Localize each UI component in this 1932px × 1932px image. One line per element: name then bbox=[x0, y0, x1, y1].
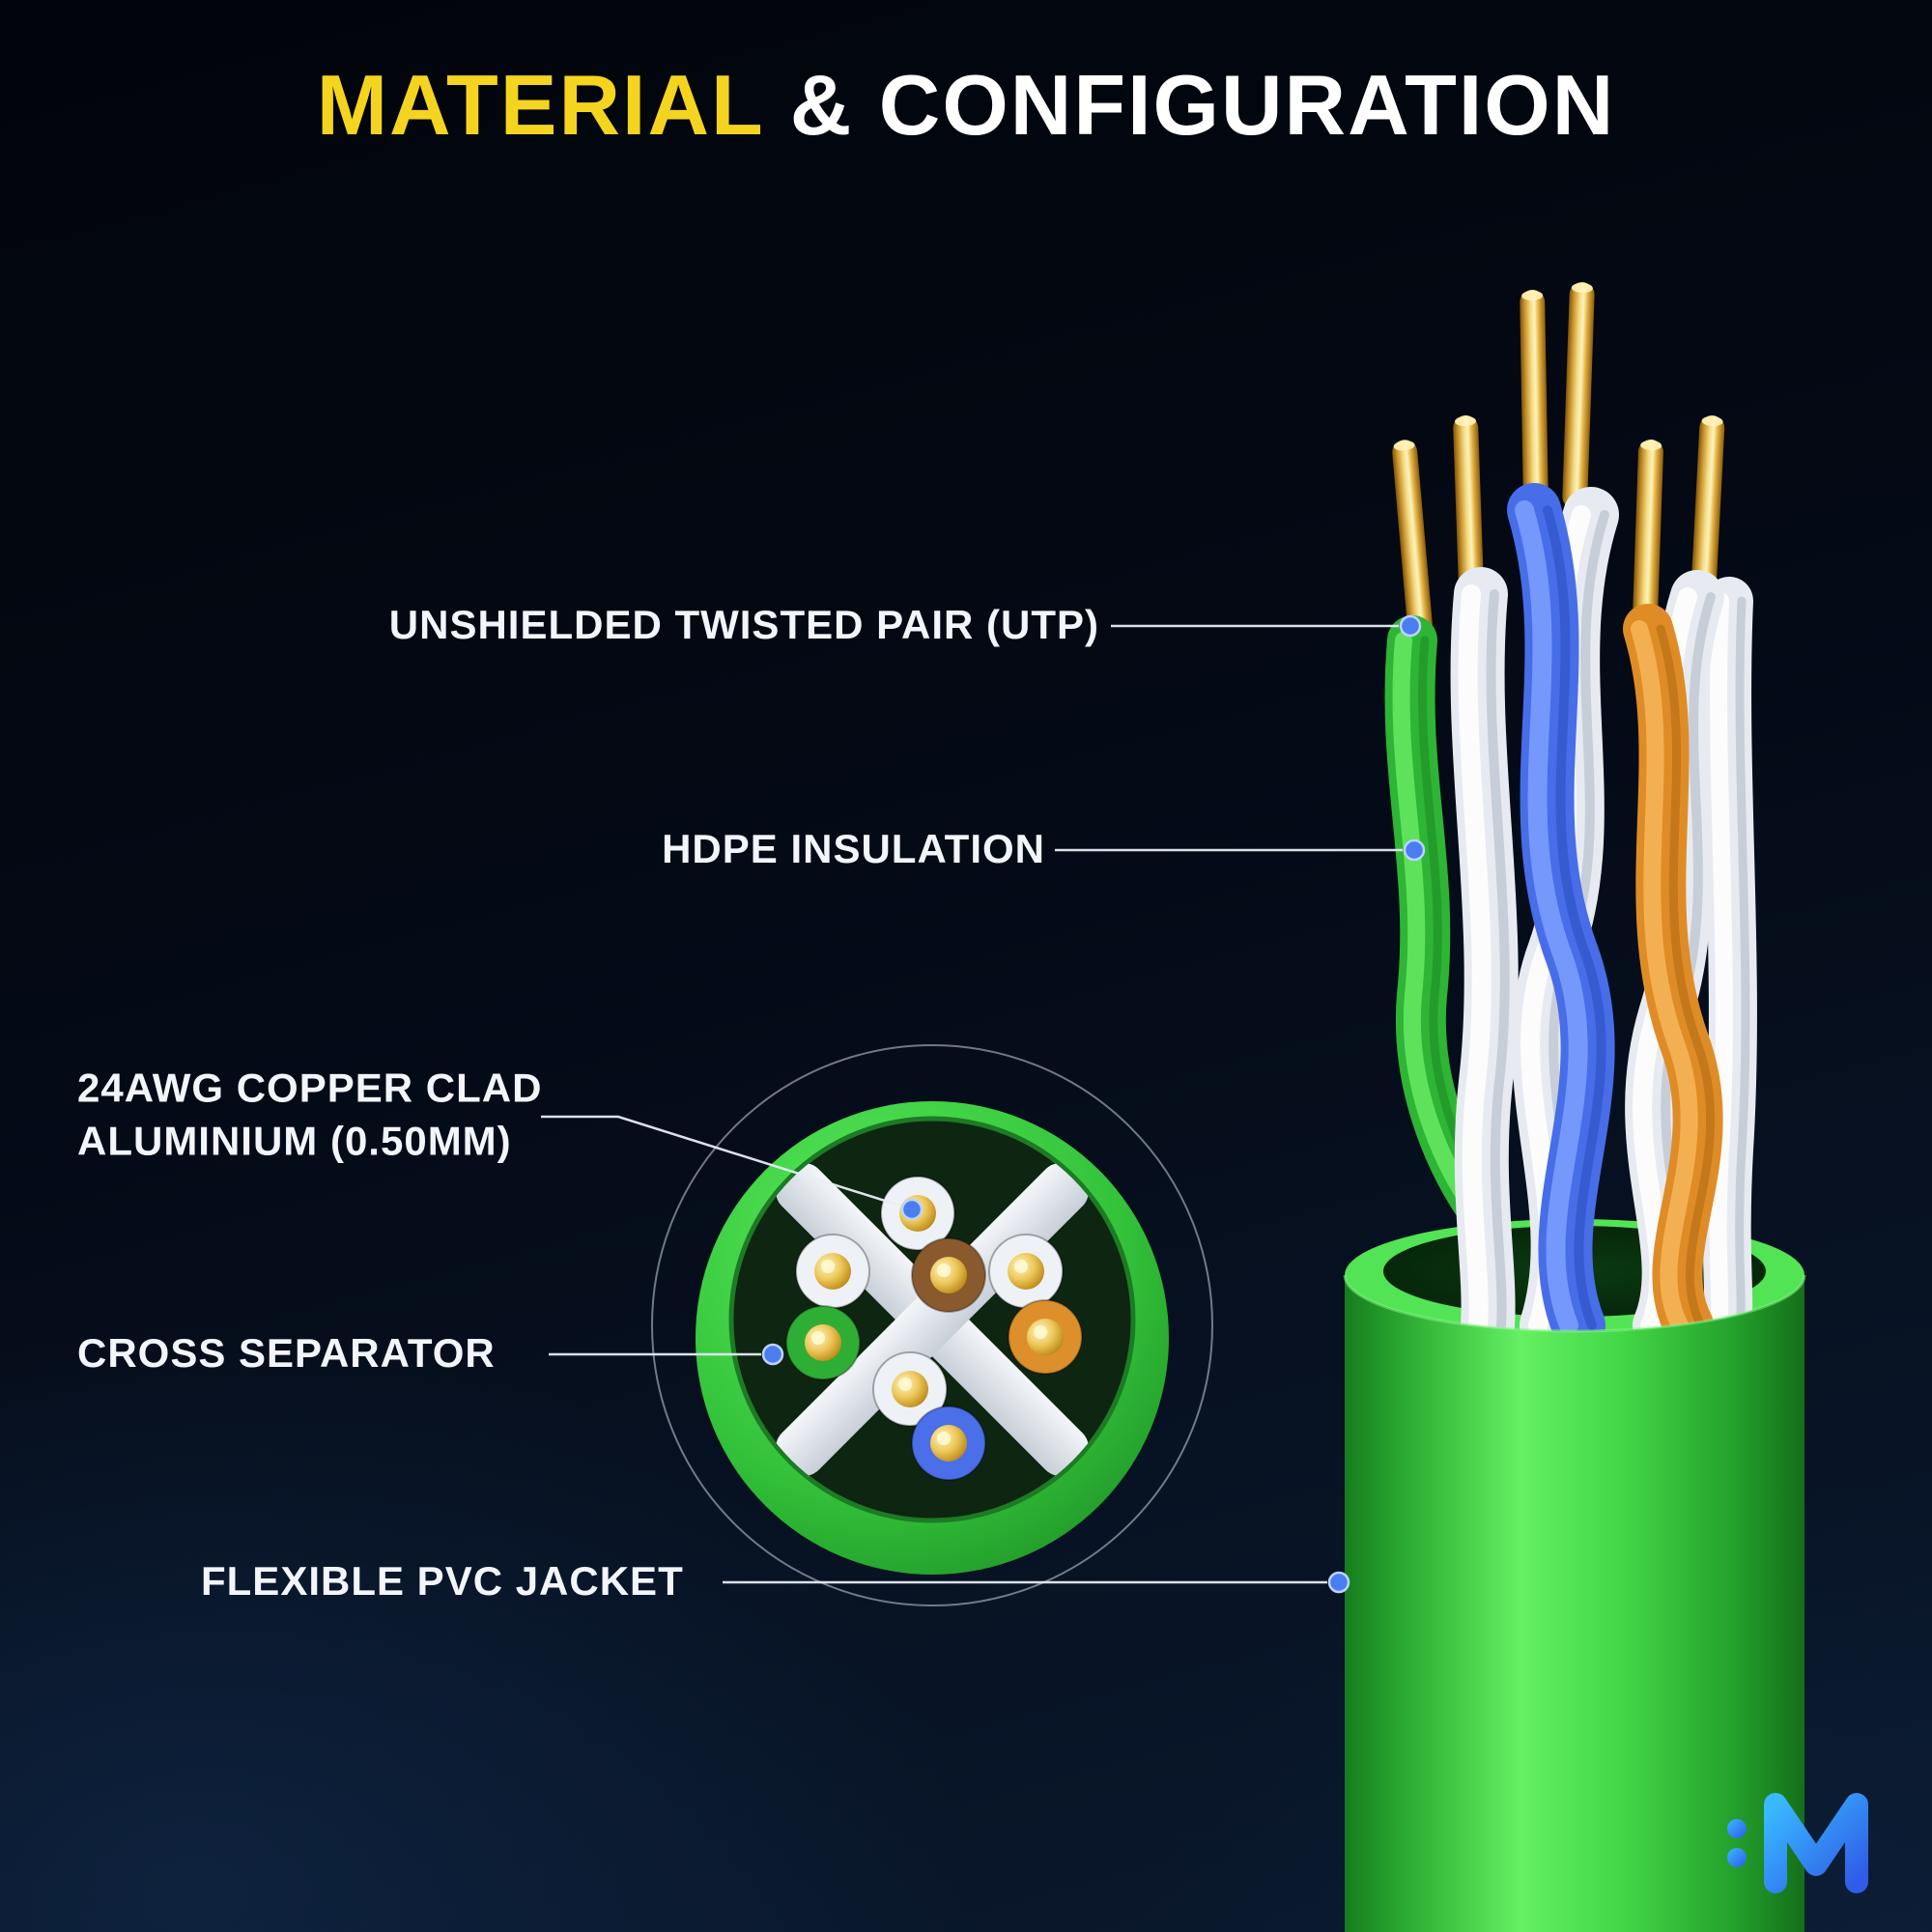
cross-section-inset bbox=[651, 1044, 1213, 1606]
page-title: MATERIAL& CONFIGURATION bbox=[0, 56, 1932, 155]
callout-dot-hdpe bbox=[1403, 838, 1426, 862]
callout-dot-awg bbox=[900, 1198, 923, 1221]
label-cross-separator: CROSS SEPARATOR bbox=[77, 1330, 496, 1377]
inset-wire-white-bottom bbox=[872, 1351, 948, 1427]
title-rest: & CONFIGURATION bbox=[789, 57, 1616, 153]
wire-orange bbox=[1623, 604, 1723, 1350]
inset-wire-white-right bbox=[988, 1234, 1064, 1309]
callout-dot-cross bbox=[761, 1343, 784, 1366]
callout-dot-jacket bbox=[1327, 1571, 1350, 1594]
callout-line-awg bbox=[541, 1115, 901, 1208]
label-hdpe: HDPE INSULATION bbox=[662, 826, 1045, 872]
brand-logo bbox=[1727, 1793, 1868, 1893]
wire-bundle bbox=[1384, 483, 1757, 1353]
wire-blue bbox=[1507, 483, 1615, 1352]
label-awg-line1: 24AWG COPPER CLAD bbox=[77, 1065, 543, 1111]
callout-lines bbox=[541, 624, 1403, 1584]
copper-conductors bbox=[1392, 282, 1725, 638]
callout-dot-utp bbox=[1399, 614, 1422, 638]
inset-wire-orange bbox=[1008, 1299, 1083, 1375]
callout-dots bbox=[761, 614, 1426, 1594]
pvc-jacket-body bbox=[1345, 1275, 1804, 1932]
logo-dot-top bbox=[1727, 1819, 1747, 1838]
inset-wire-green bbox=[785, 1305, 861, 1380]
jacket-rim-highlight bbox=[1343, 1274, 1806, 1333]
inset-wire-blue bbox=[911, 1406, 986, 1481]
title-highlight: MATERIAL bbox=[316, 57, 765, 153]
label-awg-line2: ALUMINIUM (0.50MM) bbox=[77, 1118, 512, 1164]
wire-white-right-edge bbox=[1702, 577, 1757, 1350]
wire-white-left bbox=[1450, 567, 1519, 1352]
label-pvc-jacket: FLEXIBLE PVC JACKET bbox=[201, 1558, 684, 1605]
logo-m-mark bbox=[1764, 1793, 1868, 1893]
cable-cutaway bbox=[1343, 282, 1806, 1932]
label-awg: 24AWG COPPER CLAD ALUMINIUM (0.50MM) bbox=[77, 1061, 542, 1168]
logo-dot-bottom bbox=[1727, 1848, 1747, 1867]
inset-outline-circle bbox=[651, 1044, 1213, 1606]
label-utp: UNSHIELDED TWISTED PAIR (UTP) bbox=[388, 602, 1099, 648]
inset-wire-brown bbox=[911, 1237, 986, 1313]
inset-wire-white-left bbox=[795, 1234, 870, 1309]
